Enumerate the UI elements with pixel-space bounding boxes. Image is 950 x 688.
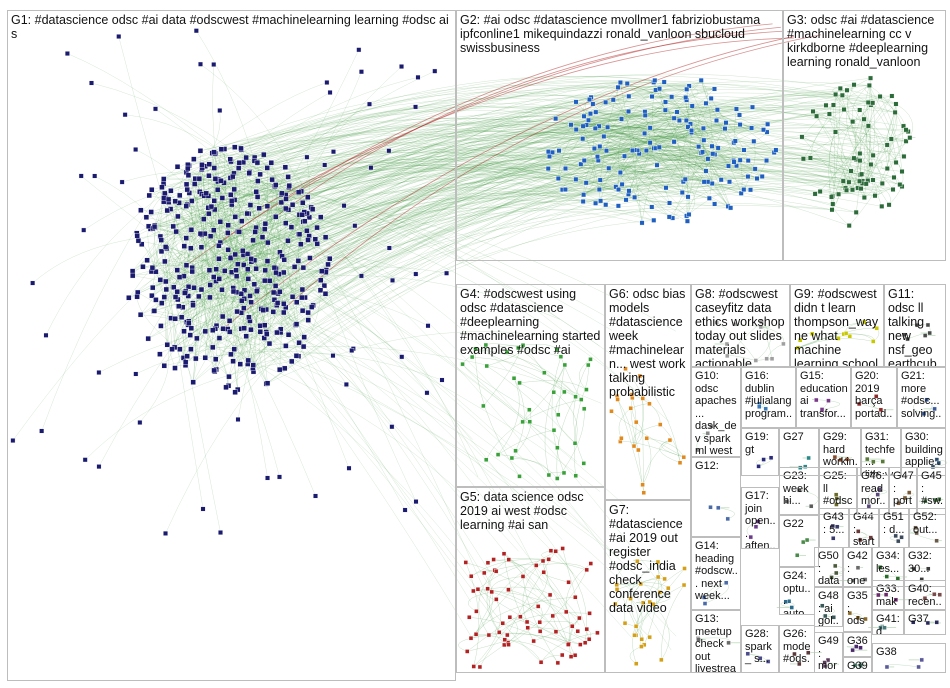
group-label-g15: G15: education ai transfor... — [800, 370, 848, 420]
group-label-g6: G6: odsc bias models #datascience week #… — [609, 287, 688, 399]
group-box-g10: G10: odsc apaches... dask_dev spark ml w… — [691, 367, 741, 457]
group-label-g35: G35: odsc wes... — [847, 590, 869, 632]
group-box-g43: G43: 5... — [819, 508, 849, 548]
group-label-g41: G41: d court... — [876, 613, 901, 635]
group-label-g26: G26: mode #ods... — [783, 628, 812, 673]
group-box-g13: G13: meetup check out livestrea... video… — [691, 610, 741, 673]
group-label-g22: G22 — [783, 518, 816, 531]
group-box-g1: G1: #datascience odsc #ai data #odscwest… — [7, 10, 456, 681]
group-label-g1: G1: #datascience odsc #ai data #odscwest… — [11, 13, 453, 41]
group-box-g38: G38 — [872, 643, 946, 673]
group-box-g34: G34: les... — [872, 547, 904, 587]
group-label-g11: G11: odsc ll talking new nsf_geo earthcu… — [888, 287, 943, 367]
group-label-g3: G3: odsc #ai #datascience #machinelearni… — [787, 13, 943, 69]
group-label-g5: G5: data science odsc 2019 ai west #odsc… — [460, 490, 602, 532]
group-box-g29: G29: hard workin... — [819, 428, 861, 476]
group-label-g37: G37 — [908, 613, 943, 626]
group-box-g49: G49: more res... — [814, 632, 843, 673]
group-box-g41: G41: d court... — [872, 610, 904, 635]
group-box-g8: G8: #odscwest caseyfitz data ethics work… — [691, 284, 790, 367]
group-box-g51: G51: d... — [879, 508, 909, 548]
group-label-g4: G4: #odscwest using odsc #datascience #d… — [460, 287, 602, 357]
group-box-g28: G28: spark_ s... — [741, 625, 779, 673]
group-label-g20: G20: 2019 barça portad... — [855, 370, 894, 428]
group-label-g16: G16: dublin #julialang program... — [745, 370, 793, 428]
group-box-g35: G35: odsc wes... — [843, 587, 872, 632]
group-label-g13: G13: meetup check out livestrea... video… — [695, 613, 738, 673]
group-label-g40: G40: recen... — [908, 583, 943, 610]
group-box-g37: G37 — [904, 610, 946, 635]
group-box-g39: G39: talk — [843, 657, 872, 673]
group-box-g26: G26: mode #ods... — [779, 625, 815, 673]
group-box-g42: G42: one we... — [843, 547, 872, 587]
group-label-g51: G51: d... — [883, 511, 906, 536]
group-label-g29: G29: hard workin... — [823, 431, 858, 476]
group-box-g11: G11: odsc ll talking new nsf_geo earthcu… — [884, 284, 946, 367]
group-box-g3: G3: odsc #ai #datascience #machinelearni… — [783, 10, 946, 261]
group-box-g7: G7: #datascience #ai 2019 out register #… — [605, 500, 691, 673]
group-label-g9: G9: #odscwest didn t learn thompson_wayn… — [794, 287, 881, 367]
group-box-g15: G15: education ai transfor... — [796, 367, 851, 428]
group-label-g44: G44: start... — [853, 511, 876, 548]
group-box-g22: G22 — [779, 515, 819, 567]
group-box-g5: G5: data science odsc 2019 ai west #odsc… — [456, 487, 605, 673]
group-box-g16: G16: dublin #julialang program... — [741, 367, 796, 428]
group-label-g34: G34: les... — [876, 550, 901, 575]
group-label-g27: G27 — [783, 431, 816, 444]
group-box-g2: G2: #ai odsc #datascience mvollmer1 fabr… — [456, 10, 783, 261]
group-box-g36: G36 — [843, 632, 872, 657]
group-label-g38: G38 — [876, 646, 943, 659]
group-label-g50: G50: data ses... — [818, 550, 840, 587]
group-box-g12: G12: — [691, 457, 741, 537]
group-box-g17: G17: join open... aften... #ope... — [741, 487, 779, 549]
group-label-g12: G12: — [695, 460, 738, 473]
group-box-g21: G21: more #odsc... solving... — [897, 367, 946, 428]
group-label-g28: G28: spark_ s... — [745, 628, 776, 666]
group-box-g14: G14: heading #odscw... next week... — [691, 537, 741, 610]
group-box-g40: G40: recen... — [904, 580, 946, 610]
group-box-g27: G27 — [779, 428, 819, 476]
group-label-g52: G52: out... — [913, 511, 943, 536]
group-box-g19: G19: gt — [741, 428, 779, 476]
group-label-g7: G7: #datascience #ai 2019 out register #… — [609, 503, 688, 615]
group-label-g14: G14: heading #odscw... next week... — [695, 540, 738, 603]
group-label-g17: G17: join open... aften... #ope... — [745, 490, 776, 549]
group-box-g6: G6: odsc bias models #datascience week #… — [605, 284, 691, 500]
group-label-g48: G48: ai gol... — [818, 590, 840, 627]
group-label-g42: G42: one we... — [847, 550, 869, 587]
group-label-g8: G8: #odscwest caseyfitz data ethics work… — [695, 287, 787, 367]
group-label-g19: G19: gt — [745, 431, 776, 456]
group-box-g52: G52: out... — [909, 508, 946, 548]
group-label-g24: G24: optu... auto... — [783, 570, 812, 615]
group-label-g21: G21: more #odsc... solving... — [901, 370, 943, 428]
group-box-g24: G24: optu... auto... — [779, 567, 815, 615]
group-label-g2: G2: #ai odsc #datascience mvollmer1 fabr… — [460, 13, 780, 55]
group-box-g50: G50: data ses... — [814, 547, 843, 587]
group-box-g9: G9: #odscwest didn t learn thompson_wayn… — [790, 284, 884, 367]
group-label-g43: G43: 5... — [823, 511, 846, 536]
group-label-g10: G10: odsc apaches... dask_dev spark ml w… — [695, 370, 738, 457]
group-box-g20: G20: 2019 barça portad... — [851, 367, 897, 428]
group-box-g4: G4: #odscwest using odsc #datascience #d… — [456, 284, 605, 487]
group-label-g36: G36 — [847, 635, 869, 648]
group-label-g32: G32: 30... — [908, 550, 943, 575]
group-label-g33: G33: make... — [876, 583, 901, 610]
group-label-g49: G49: more res... — [818, 635, 840, 673]
group-label-g39: G39: talk — [847, 660, 869, 673]
group-box-g48: G48: ai gol... — [814, 587, 843, 627]
